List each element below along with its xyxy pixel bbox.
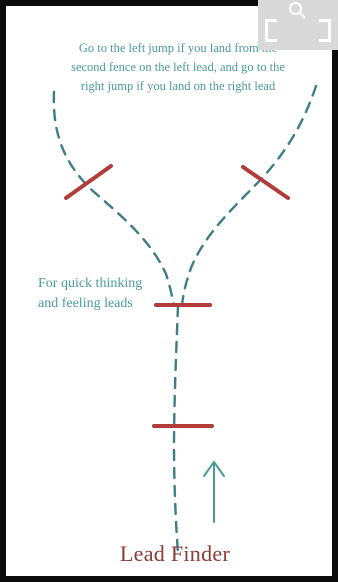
- expand-corner-icon: [265, 30, 277, 42]
- magnifier-icon: [289, 2, 302, 15]
- center-track-path: [172, 304, 180, 556]
- expand-corner-icon: [319, 30, 331, 42]
- right-track-path: [180, 84, 318, 308]
- zoom-button[interactable]: [258, 0, 338, 50]
- side-note-text: For quick thinking and feeling leads: [38, 276, 143, 311]
- lead-finder-diagram: [52, 84, 318, 556]
- expand-corner-icon: [265, 19, 277, 31]
- left-track-path: [52, 90, 176, 308]
- right-jump: [241, 165, 290, 200]
- diagram-title: Lead Finder: [119, 541, 231, 566]
- magnifier-handle: [299, 12, 306, 19]
- expand-corner-icon: [319, 19, 331, 31]
- left-jump: [64, 164, 113, 200]
- instruction-text: Go to the left jump if you land from the…: [71, 41, 285, 93]
- direction-arrow-icon: [203, 461, 225, 523]
